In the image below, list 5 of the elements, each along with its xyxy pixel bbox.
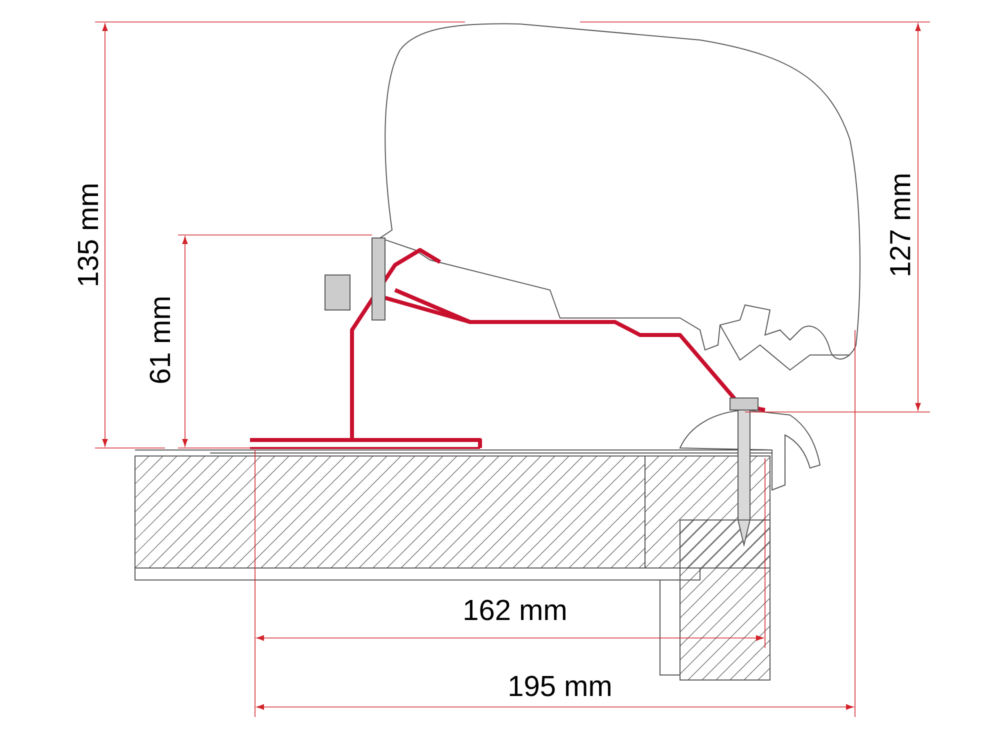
dimension-label: 135 mm <box>78 184 98 286</box>
dimension-label: 162 mm <box>464 600 566 620</box>
dimension-label: 61 mm <box>150 298 170 383</box>
dimension-label: 195 mm <box>510 676 610 696</box>
dimension-label: 127 mm <box>890 174 910 276</box>
